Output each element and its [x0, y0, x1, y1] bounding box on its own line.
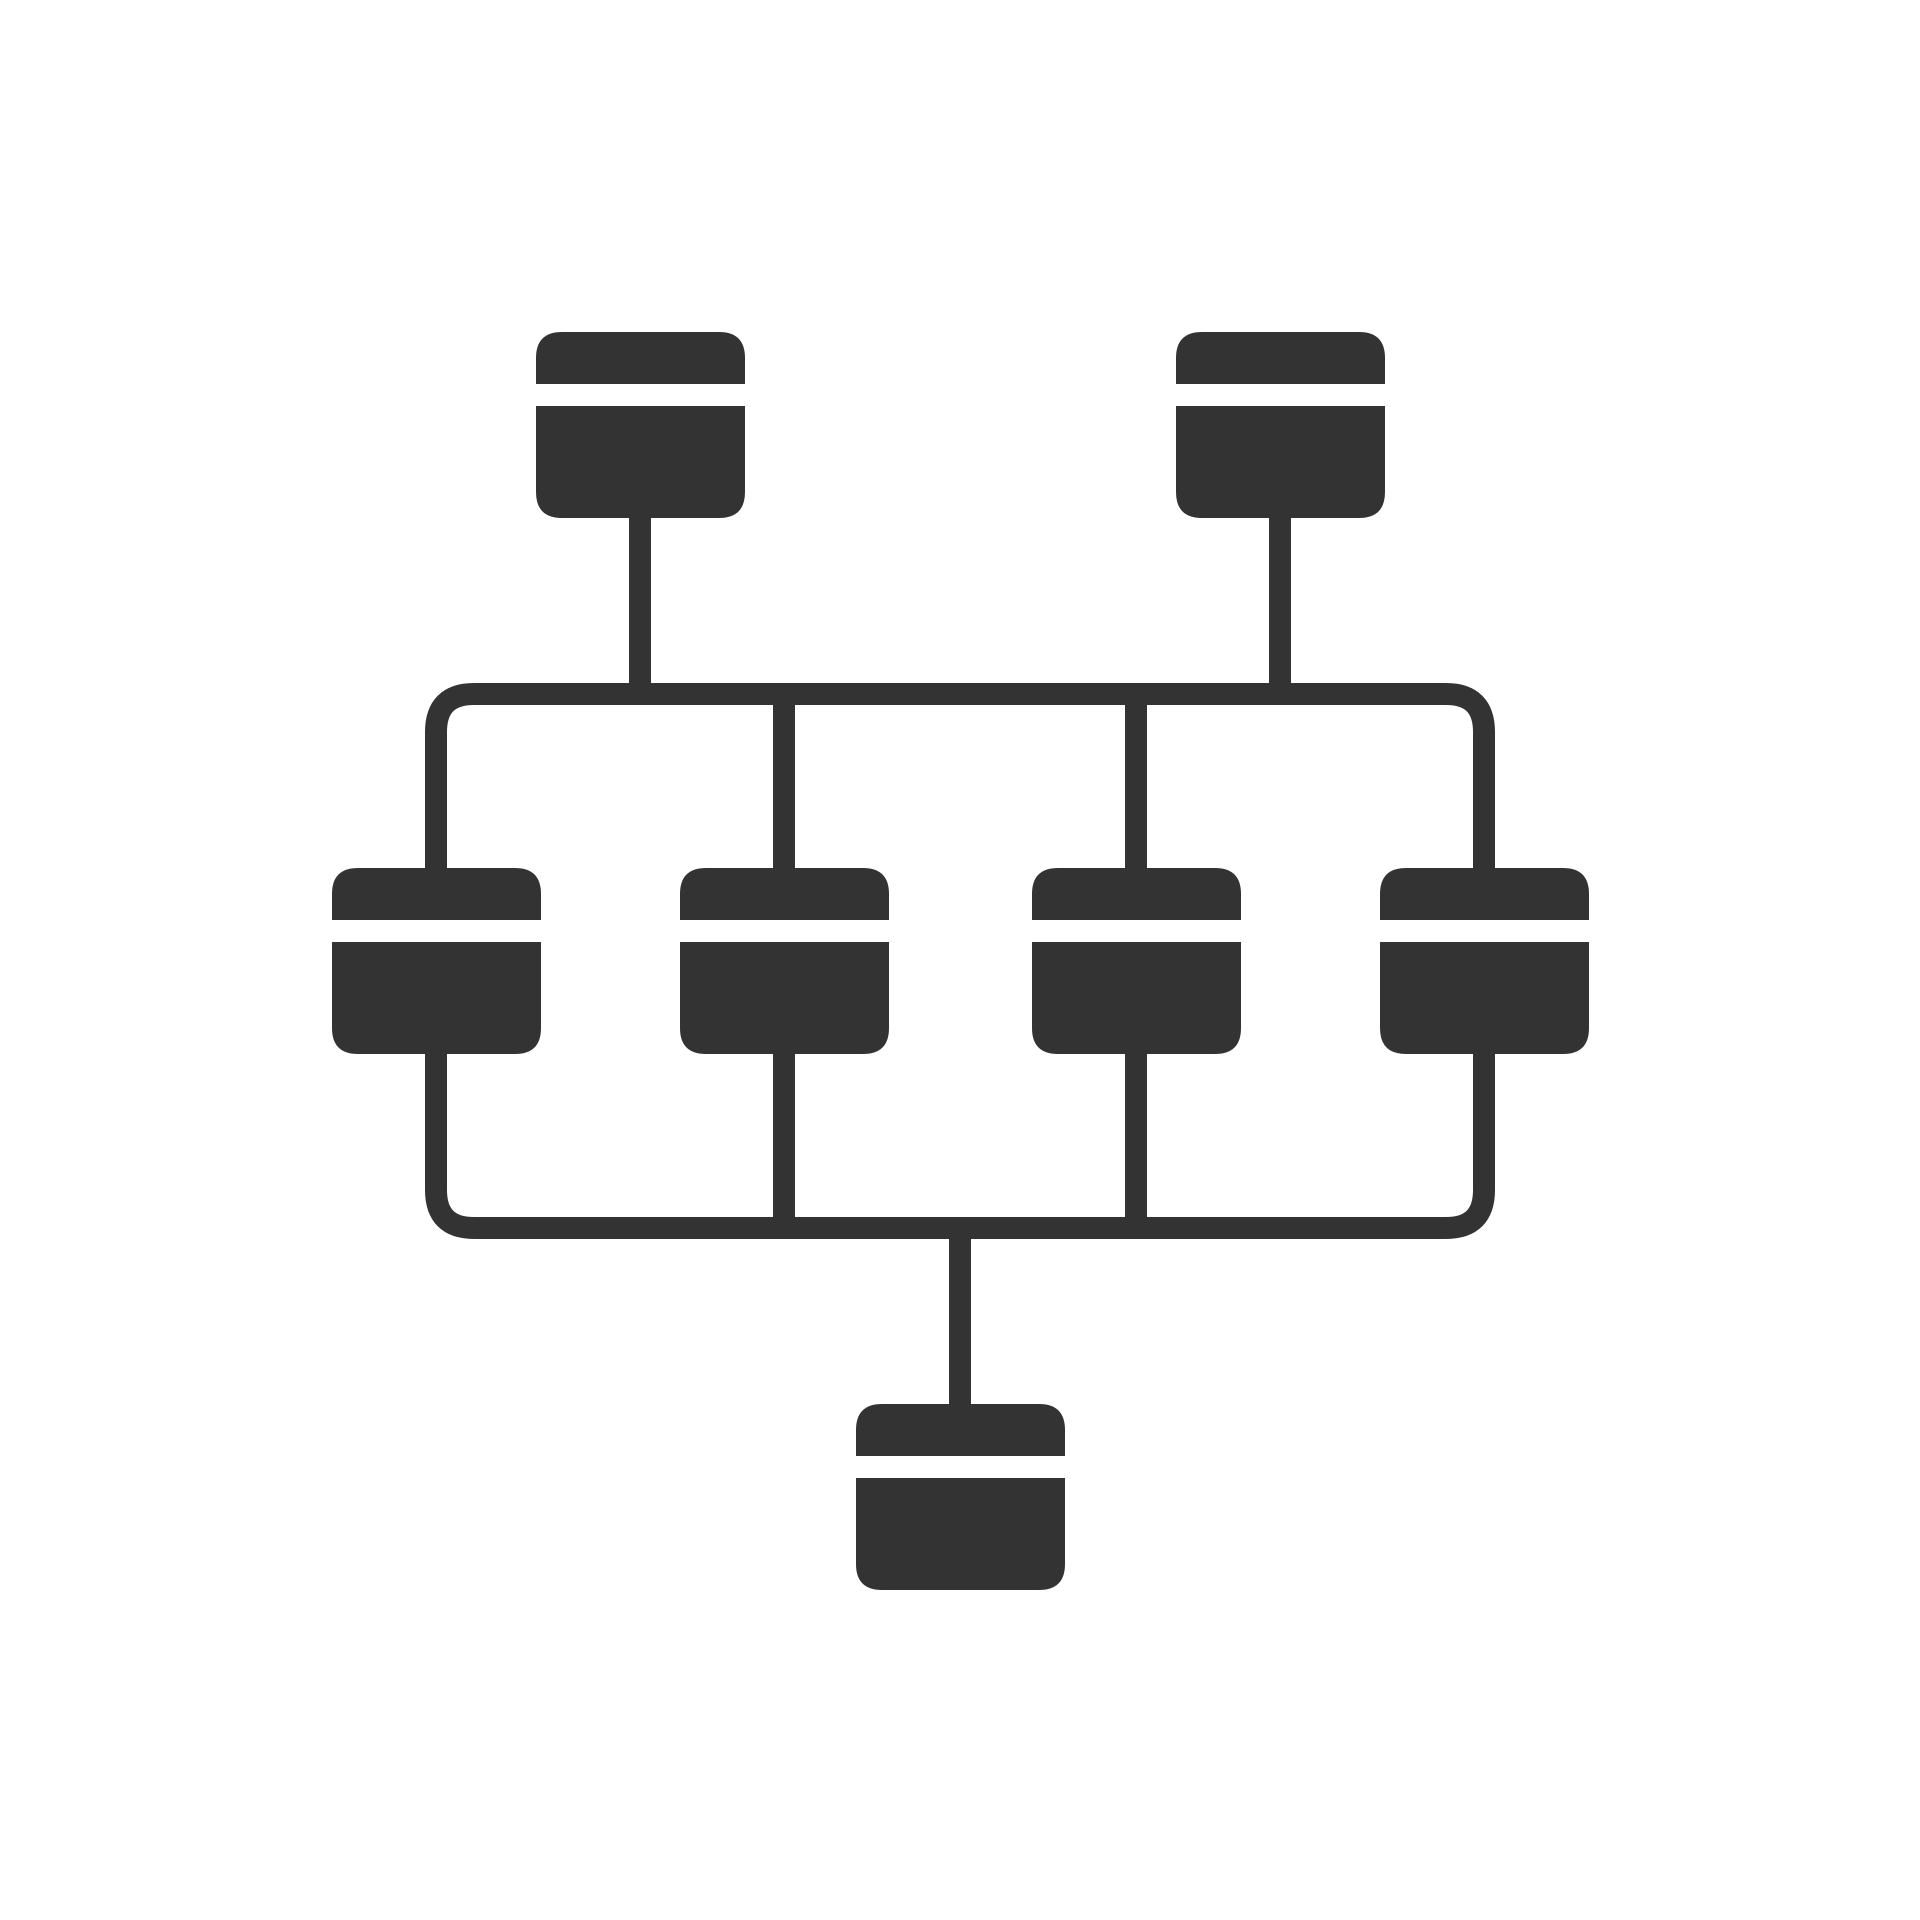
flowchart-node-level-2: [1380, 868, 1589, 1054]
connector-line: [425, 1048, 1495, 1239]
connectors-group: [425, 516, 1495, 1410]
flowchart-node-level-1: [536, 332, 745, 518]
flowchart-node-level-2: [1032, 868, 1241, 1054]
nodes-group: [332, 332, 1589, 1590]
connector-line: [425, 683, 1495, 880]
flowchart-node-level-2: [680, 868, 889, 1054]
flowchart-node-level-2: [332, 868, 541, 1054]
flowchart-node-level-1: [1176, 332, 1385, 518]
flowchart-node-level-3: [856, 1404, 1065, 1590]
